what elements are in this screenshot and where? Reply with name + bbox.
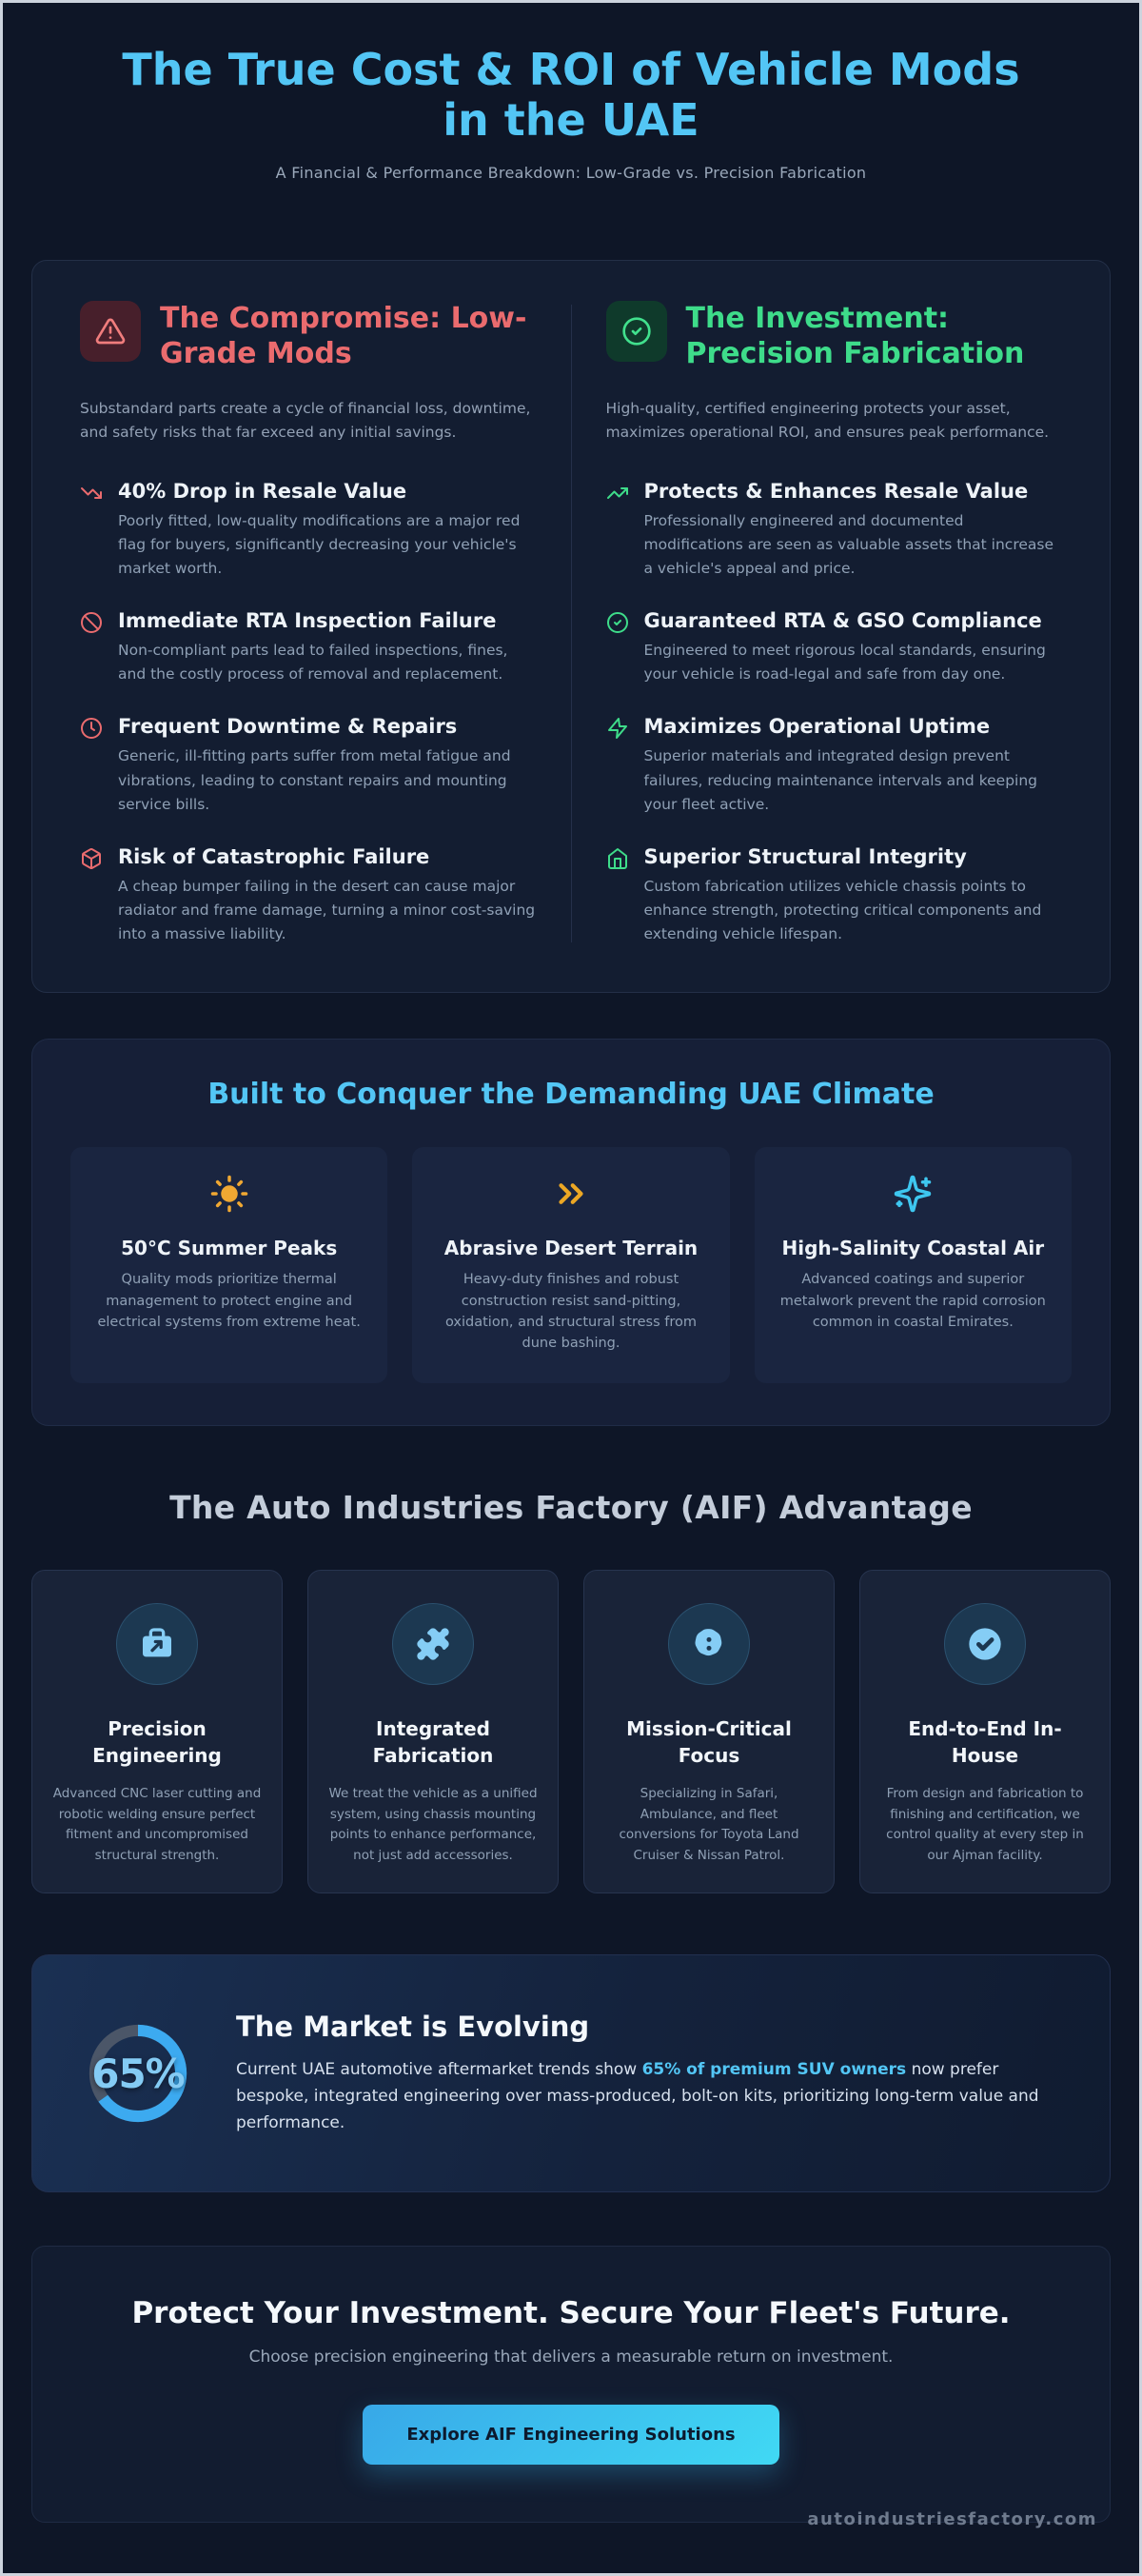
puzzle-icon <box>392 1602 474 1685</box>
advantage-card-mission: Mission-Critical Focus Specializing in S… <box>583 1569 835 1894</box>
advantage-card-desc: Specializing in Safari, Ambulance, and f… <box>619 1785 799 1863</box>
warning-triangle-icon <box>80 300 141 362</box>
climate-card-terrain: Abrasive Desert Terrain Heavy-duty finis… <box>412 1147 730 1383</box>
zap-icon <box>606 715 629 816</box>
box-icon <box>80 845 103 946</box>
precision-intro: High-quality, certified engineering prot… <box>605 399 1050 442</box>
list-item: 40% Drop in Resale Value Poorly fitted, … <box>80 480 537 581</box>
item-title: Superior Structural Integrity <box>643 844 967 868</box>
check-circle-icon <box>605 300 667 362</box>
precision-column: The Investment: Precision Fabrication Hi… <box>572 300 1073 946</box>
ban-icon <box>80 609 103 686</box>
advantage-card-fabrication: Integrated Fabrication We treat the vehi… <box>307 1569 559 1894</box>
mission-badge-icon <box>668 1602 750 1685</box>
page-title: The True Cost & ROI of Vehicle Mods in t… <box>122 44 1020 147</box>
low-grade-title: The Compromise: Low-Grade Mods <box>160 301 527 371</box>
home-icon <box>606 845 629 946</box>
list-item: Immediate RTA Inspection Failure Non-com… <box>80 609 537 686</box>
advantage-card-desc: From design and fabrication to finishing… <box>886 1785 1084 1863</box>
item-title: Risk of Catastrophic Failure <box>118 844 430 868</box>
footer-domain: autoindustriesfactory.com <box>807 2509 1097 2530</box>
comparison-section: The Compromise: Low-Grade Mods Substanda… <box>31 259 1111 994</box>
item-desc: A cheap bumper failing in the desert can… <box>118 877 536 942</box>
climate-card-salinity: High-Salinity Coastal Air Advanced coati… <box>754 1147 1072 1383</box>
climate-card-title: High-Salinity Coastal Air <box>781 1237 1045 1260</box>
list-item: Maximizes Operational Uptime Superior ma… <box>606 715 1063 816</box>
advantage-card-title: End-to-End In-House <box>908 1716 1062 1767</box>
advantage-card-title: Precision Engineering <box>92 1716 222 1767</box>
climate-card-title: Abrasive Desert Terrain <box>443 1237 699 1260</box>
market-stat-highlight: 65% of premium SUV owners <box>641 2060 907 2080</box>
climate-title: Built to Conquer the Demanding UAE Clima… <box>207 1078 935 1112</box>
item-title: Maximizes Operational Uptime <box>643 715 991 739</box>
list-item: Guaranteed RTA & GSO Compliance Engineer… <box>606 609 1063 686</box>
market-section: 65% The Market is Evolving Current UAE a… <box>31 1954 1111 2193</box>
item-title: Protects & Enhances Resale Value <box>643 479 1029 503</box>
advantage-title: The Auto Industries Factory (AIF) Advant… <box>169 1488 973 1526</box>
market-paragraph: Current UAE automotive aftermarket trend… <box>236 2060 1039 2133</box>
market-title: The Market is Evolving <box>236 2011 590 2044</box>
page-subtitle: A Financial & Performance Breakdown: Low… <box>275 163 867 182</box>
chevrons-right-icon <box>551 1183 591 1218</box>
advantage-card-title: Mission-Critical Focus <box>626 1716 792 1767</box>
advantage-card-desc: We treat the vehicle as a unified system… <box>328 1785 538 1863</box>
climate-card-title: 50°C Summer Peaks <box>121 1237 338 1260</box>
item-desc: Custom fabrication utilizes vehicle chas… <box>643 877 1042 942</box>
item-desc: Poorly fitted, low-quality modifications… <box>118 511 521 578</box>
item-desc: Engineered to meet rigorous local standa… <box>643 642 1046 684</box>
clock-icon <box>80 715 103 816</box>
climate-card-desc: Heavy-duty finishes and robust construct… <box>444 1272 697 1352</box>
advantage-section: The Auto Industries Factory (AIF) Advant… <box>31 1488 1111 1894</box>
low-grade-intro: Substandard parts create a cycle of fina… <box>80 399 531 442</box>
cta-title: Protect Your Investment. Secure Your Fle… <box>131 2296 1011 2331</box>
item-desc: Professionally engineered and documented… <box>643 511 1054 578</box>
list-item: Frequent Downtime & Repairs Generic, ill… <box>80 715 537 816</box>
item-desc: Non-compliant parts lead to failed inspe… <box>118 642 508 684</box>
check-circle-icon <box>606 609 629 686</box>
header: The True Cost & ROI of Vehicle Mods in t… <box>31 44 1111 182</box>
market-donut-chart: 65% <box>86 2021 190 2126</box>
column-divider <box>570 304 572 943</box>
explore-solutions-button[interactable]: Explore AIF Engineering Solutions <box>363 2405 779 2466</box>
climate-card-desc: Quality mods prioritize thermal manageme… <box>97 1272 361 1330</box>
precision-title: The Investment: Precision Fabrication <box>685 301 1025 371</box>
cta-section: Protect Your Investment. Secure Your Fle… <box>31 2246 1111 2524</box>
advantage-card-precision: Precision Engineering Advanced CNC laser… <box>31 1569 283 1894</box>
list-item: Protects & Enhances Resale Value Profess… <box>606 480 1063 581</box>
check-badge-icon <box>944 1602 1026 1685</box>
advantage-card-desc: Advanced CNC laser cutting and robotic w… <box>52 1785 262 1863</box>
list-item: Risk of Catastrophic Failure A cheap bum… <box>80 845 537 946</box>
advantage-card-title: Integrated Fabrication <box>372 1716 494 1767</box>
item-title: 40% Drop in Resale Value <box>118 479 407 503</box>
climate-section: Built to Conquer the Demanding UAE Clima… <box>31 1039 1111 1426</box>
low-grade-column: The Compromise: Low-Grade Mods Substanda… <box>70 300 571 946</box>
item-title: Frequent Downtime & Repairs <box>118 715 458 739</box>
climate-card-desc: Advanced coatings and superior metalwork… <box>779 1272 1046 1330</box>
item-desc: Generic, ill-fitting parts suffer from m… <box>118 747 511 813</box>
cta-subtitle: Choose precision engineering that delive… <box>248 2348 894 2368</box>
item-desc: Superior materials and integrated design… <box>643 747 1038 813</box>
market-stat-value: 65% <box>91 2050 186 2097</box>
sun-icon <box>209 1175 249 1218</box>
sparkles-icon <box>893 1175 933 1218</box>
item-title: Immediate RTA Inspection Failure <box>118 609 497 633</box>
trending-down-icon <box>80 480 103 581</box>
trending-up-icon <box>606 480 629 581</box>
advantage-card-inhouse: End-to-End In-House From design and fabr… <box>859 1569 1111 1894</box>
briefcase-icon <box>116 1602 198 1685</box>
list-item: Superior Structural Integrity Custom fab… <box>606 845 1063 946</box>
item-title: Guaranteed RTA & GSO Compliance <box>643 609 1042 633</box>
climate-card-heat: 50°C Summer Peaks Quality mods prioritiz… <box>70 1147 388 1383</box>
